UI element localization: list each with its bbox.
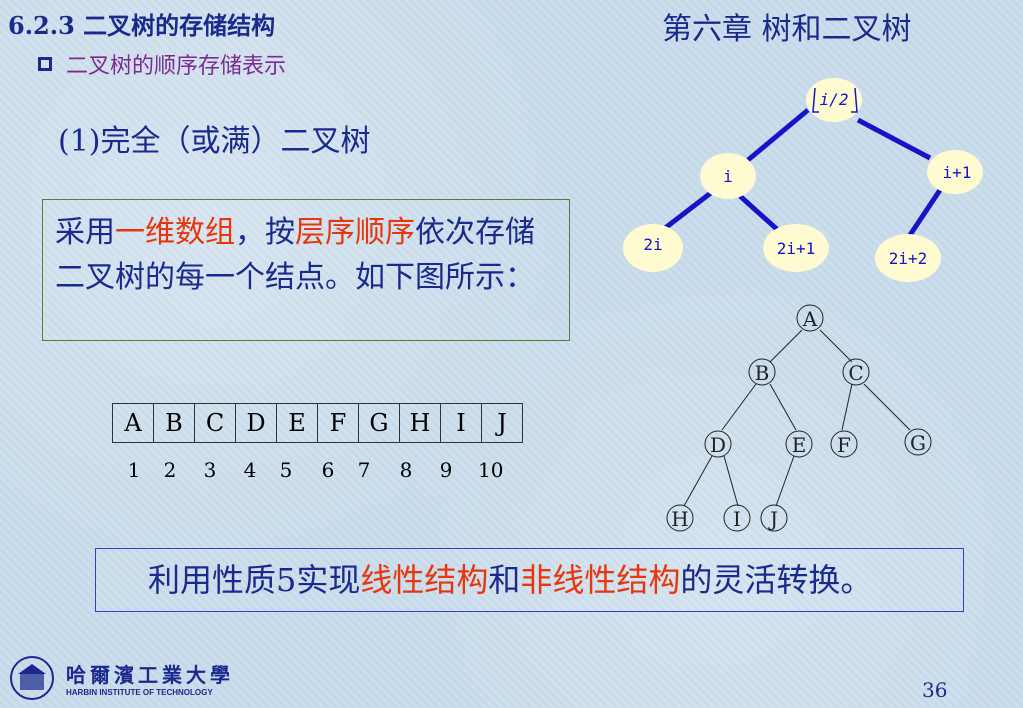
bullet-text: 二叉树的顺序存储表示 [66,54,287,79]
conclusion-box: 利用性质5实现线性结构和非线性结构的灵活转换。 [95,548,964,612]
conclusion-text-3: 的灵活转换。 [680,561,873,599]
letter-node: I [733,507,741,531]
array-cell: C [194,403,236,443]
letter-node: A [802,307,818,331]
letter-node: C [848,361,863,385]
floor-brackets [812,87,858,113]
conclusion-text-2: 和 [488,561,521,599]
letter-node: G [910,431,926,455]
letter-tree-nodes [666,304,932,532]
index-node-right: i+1 [943,163,972,182]
tree-node [623,224,683,272]
array-index: 7 [357,458,371,482]
letter-node: F [837,433,851,457]
letter-node: B [755,361,770,385]
array-index: 1 [127,458,141,482]
tree-node [700,153,756,199]
letter-node: E [792,433,807,457]
index-node-lr: 2i+1 [777,239,816,258]
description-highlight-2: 层序顺序 [295,215,415,250]
letter-node: D [710,433,726,457]
array-cell: J [481,403,523,443]
tree-node [927,150,983,194]
array-table: A B C D E F G H I J [112,403,523,443]
conclusion-highlight-1: 线性结构 [360,561,489,599]
square-bullet-icon [38,57,52,71]
tree-node [875,234,941,282]
tree-node [763,224,829,272]
university-name-cn: 哈爾濱工業大學 [66,663,234,687]
index-node-rl: 2i+2 [889,249,928,268]
array-cell: F [317,403,359,443]
array-cell: B [153,403,195,443]
array-index: 4 [243,458,257,482]
index-tree-edges [658,108,943,240]
array-index: 5 [279,458,293,482]
conclusion-highlight-2: 非线性结构 [520,561,681,599]
letter-node: H [671,507,688,531]
array-index: 2 [163,458,177,482]
array-index: 6 [321,458,335,482]
conclusion-text-1: 利用性质5实现 [148,561,361,599]
array-cell: D [235,403,277,443]
subheading: (1)完全（或满）二叉树 [58,124,371,159]
university-emblem-icon [10,656,54,700]
array-cell: I [440,403,482,443]
array-cell: G [358,403,400,443]
bullet-line: 二叉树的顺序存储表示 [38,48,286,80]
array-cell: H [399,403,441,443]
description-box: 采用一维数组，按层序顺序依次存储二叉树的每一个结点。如下图所示： [42,199,570,341]
description-text-2: ，按 [235,215,295,250]
description-highlight-1: 一维数组 [115,215,235,250]
university-name-en: HARBIN INSTITUTE OF TECHNOLOGY [66,688,213,697]
page-number: 36 [922,678,948,702]
array-index: 3 [203,458,217,482]
index-node-root: i/2 [820,90,849,109]
chapter-title: 第六章 树和二叉树 [662,12,912,47]
array-cell: E [276,403,318,443]
tree-node [806,78,862,122]
array-row: A B C D E F G H I J [112,403,523,443]
array-index: 9 [439,458,453,482]
section-title: 6.2.3 二叉树的存储结构 [8,11,276,40]
index-tree-nodes [623,78,983,282]
description-text-1: 采用 [55,215,115,250]
description-text-3: 依次存储二叉树的每一个结点。如下图所示： [55,215,535,295]
university-logo: 哈爾濱工業大學 HARBIN INSTITUTE OF TECHNOLOGY [4,654,234,702]
index-node-left: i [723,167,733,186]
letter-node: J [768,507,778,531]
index-node-ll: 2i [643,235,662,254]
array-cell: A [112,403,154,443]
array-index: 8 [399,458,413,482]
letter-tree-edges [683,329,911,507]
